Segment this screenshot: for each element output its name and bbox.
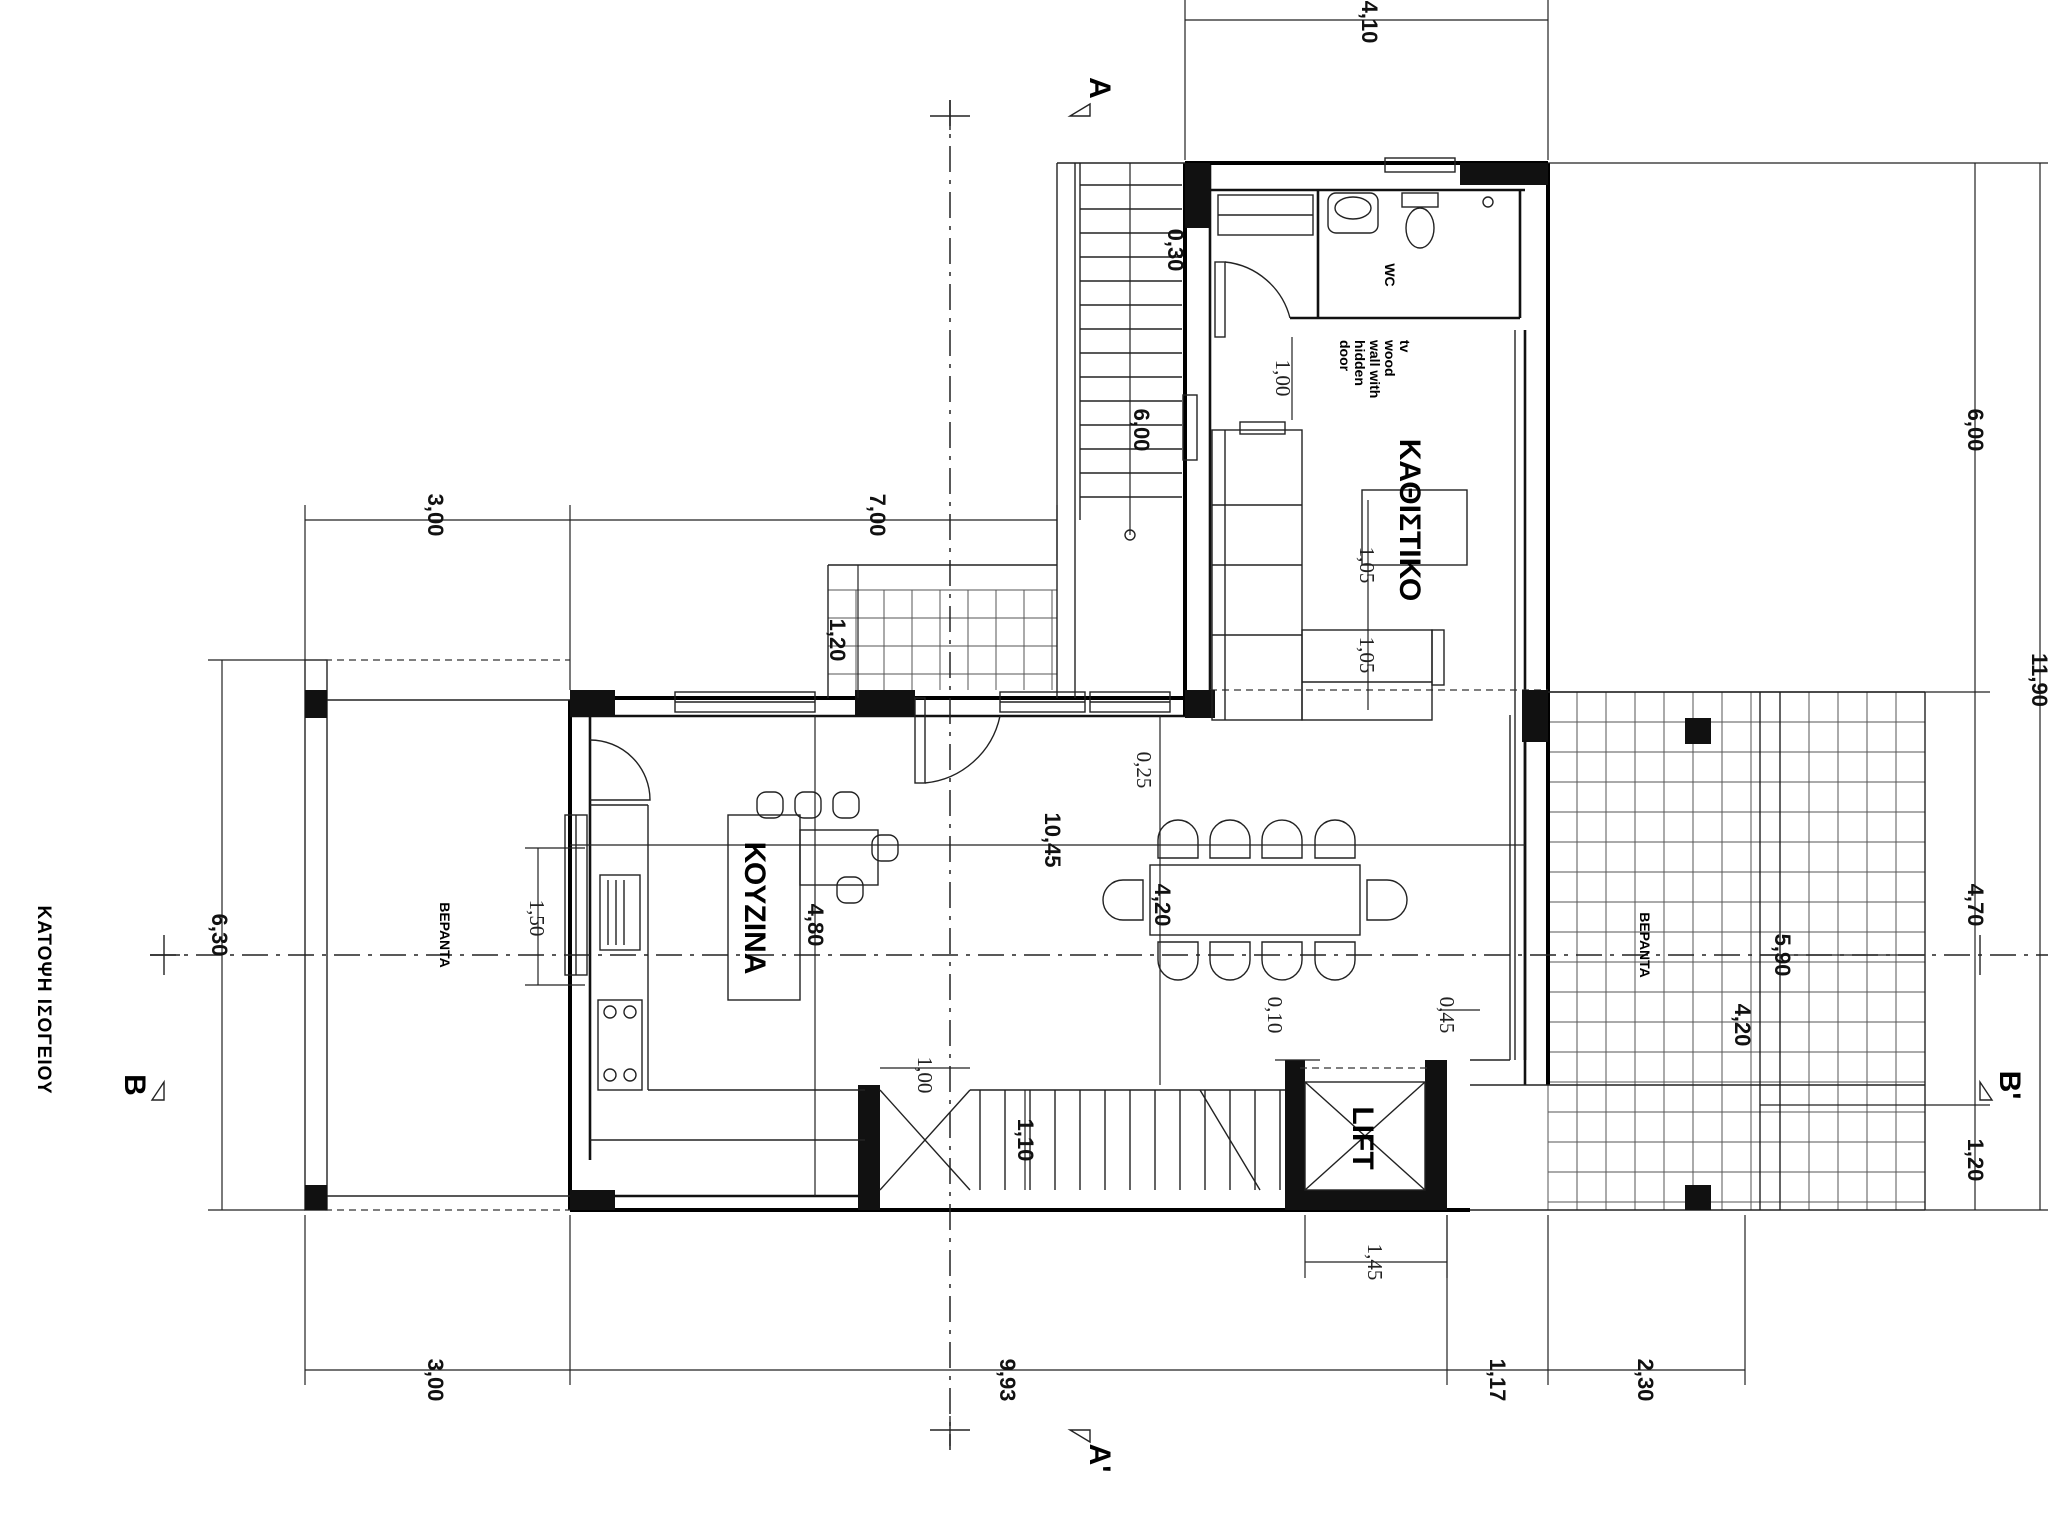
dim-text: 0,45 xyxy=(1435,997,1459,1034)
wc-fixtures xyxy=(1327,192,1494,249)
dimension-lines xyxy=(208,0,2048,1385)
right-veranda-tiles xyxy=(1547,691,1926,1210)
dim-text: 3,00 xyxy=(423,494,448,537)
windows xyxy=(564,157,1456,976)
room-label-lift: LIFT xyxy=(1346,1106,1379,1169)
doors xyxy=(589,261,1291,801)
dim-text: 1,05 xyxy=(1355,637,1379,674)
room-label-wc: WC xyxy=(1382,263,1398,286)
dim-text: 1,50 xyxy=(525,900,549,937)
room-label-living: ΚΑΘΙΣΤΙΚΟ xyxy=(1393,439,1426,601)
structural-columns xyxy=(305,163,1711,1210)
dim-text: 2,30 xyxy=(1633,1359,1658,1402)
labels: ΚΑΤΟΨΗ ΙΣΟΓΕΙΟΥ ΚΑΘΙΣΤΙΚΟ ΚΟΥΖΙΝΑ WC LIF… xyxy=(33,1,2048,1473)
stairs-top xyxy=(1079,163,1182,520)
dim-text: 1,45 xyxy=(1363,1244,1387,1281)
svg-text:door: door xyxy=(1337,340,1353,372)
svg-text:tv: tv xyxy=(1397,340,1413,353)
section-a-bottom: A' xyxy=(1083,1444,1116,1473)
room-label-veranda-left: ΒΕΡΑΝΤΑ xyxy=(437,902,453,968)
sofa xyxy=(1211,421,1468,721)
section-b-right: B' xyxy=(1993,1071,2026,1100)
svg-text:wood: wood xyxy=(1382,339,1398,377)
section-b-left: B xyxy=(118,1074,151,1096)
stair-landing-tiles xyxy=(827,589,1057,690)
dim-text: 4,80 xyxy=(803,904,828,947)
dim-text: 1,17 xyxy=(1485,1359,1510,1402)
dim-text: 10,45 xyxy=(1040,812,1065,867)
section-lines xyxy=(150,100,2048,1450)
dim-text: 0,30 xyxy=(1163,229,1188,272)
svg-text:wall with: wall with xyxy=(1367,339,1383,398)
dim-text: 1,00 xyxy=(1271,360,1295,397)
dim-text: 11,90 xyxy=(2027,653,2048,707)
dining-table xyxy=(1149,864,1361,936)
dim-text: 1,05 xyxy=(1355,547,1379,584)
dim-text: 1,20 xyxy=(1963,1139,1988,1182)
kitchen-stools xyxy=(756,791,899,904)
kitchen-counter xyxy=(590,804,879,1141)
dining-chairs xyxy=(1102,819,1408,981)
dim-text: 6,30 xyxy=(207,914,232,957)
dim-text: 4,70 xyxy=(1963,884,1988,927)
dim-text: 4,20 xyxy=(1730,1004,1755,1047)
dim-text: 1,00 xyxy=(913,1057,937,1094)
dim-text: 0,10 xyxy=(1263,997,1287,1034)
dim-text: 0,25 xyxy=(1132,752,1156,789)
dim-text: 5,90 xyxy=(1770,934,1795,977)
dim-text: 4,20 xyxy=(1150,884,1175,927)
drawing-title: ΚΑΤΟΨΗ ΙΣΟΓΕΙΟΥ xyxy=(33,905,54,1094)
dim-text: 3,00 xyxy=(423,1359,448,1402)
building-outline xyxy=(304,161,1926,1212)
dim-text: 6,00 xyxy=(1129,409,1154,452)
section-a-top: A xyxy=(1083,77,1116,99)
svg-text:hidden: hidden xyxy=(1352,340,1368,386)
room-label-kitchen: ΚΟΥΖΙΝΑ xyxy=(738,842,771,975)
stairs-bottom xyxy=(879,1089,1285,1191)
tv-wall-note: tv wood wall with hidden door xyxy=(1337,339,1413,398)
room-label-veranda-right: ΒΕΡΑΝΤΑ xyxy=(1637,912,1653,978)
dim-text: 4,10 xyxy=(1357,1,1382,44)
dim-text: 1,10 xyxy=(1013,1119,1038,1162)
dim-text: 6,00 xyxy=(1963,409,1988,452)
dim-text: 7,00 xyxy=(865,494,890,537)
dim-text: 1,20 xyxy=(825,619,850,662)
lift-shaft xyxy=(1300,1067,1430,1191)
dim-text: 9,93 xyxy=(995,1359,1020,1402)
